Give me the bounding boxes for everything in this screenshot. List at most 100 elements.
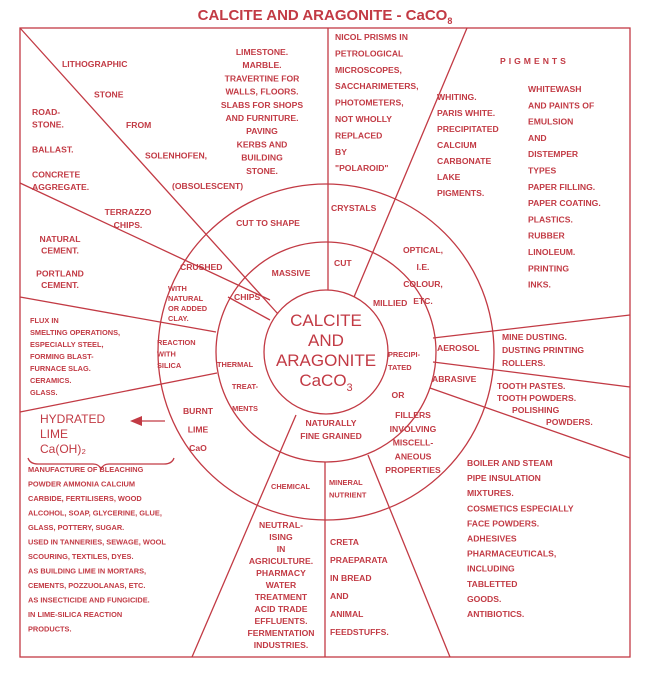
text-line: MISCELL- [393, 438, 434, 448]
text-line: AND [528, 133, 547, 143]
text-line: TERRAZZO [105, 207, 152, 217]
spoke [19, 182, 271, 301]
frame-and-spokes [19, 27, 631, 658]
text-line: PIGMENTS [500, 56, 569, 66]
text-line: CHEMICAL [271, 482, 310, 491]
text-line: POWDERS. [546, 417, 593, 427]
text-line: ESPECIALLY STEEL, [30, 340, 104, 349]
text-line: ISING [269, 532, 293, 542]
text-line: GLASS. [30, 388, 58, 397]
text-line: TABLETTED [467, 579, 517, 589]
text-line: (OBSOLESCENT) [172, 181, 243, 191]
text-line: NEUTRAL- [259, 520, 303, 530]
text-line: TOOTH PASTES. [497, 381, 565, 391]
text-line: PAPER FILLING. [528, 182, 595, 192]
text-line: AEROSOL [437, 343, 480, 353]
text-line: CHIPS. [114, 220, 143, 230]
text-line: FINE GRAINED [300, 431, 362, 441]
text-line: TOOTH POWDERS. [497, 393, 576, 403]
label-abrasive: ABRASIVE [432, 374, 477, 384]
text-line: NATURAL [168, 294, 204, 303]
text-line: CUT TO SHAPE [236, 218, 300, 228]
text-line: LITHOGRAPHIC [62, 59, 127, 69]
text-line: AGGREGATE. [32, 182, 89, 192]
text-line: PETROLOGICAL [335, 48, 403, 58]
text-line: IN [277, 544, 286, 554]
text-line: NOT WHOLLY [335, 114, 392, 124]
text-line: PHARMACEUTICALS, [467, 549, 556, 559]
text-line: PORTLAND [36, 269, 84, 279]
label-cut: CUT [334, 258, 352, 268]
text-line: WALLS, FLOORS. [225, 87, 298, 97]
arrow-head-icon [130, 416, 142, 426]
text-line: FACE POWDERS. [467, 518, 539, 528]
label-crystals: CRYSTALS [331, 203, 377, 213]
brace [27, 457, 175, 471]
text-line: PARIS WHITE. [437, 108, 495, 118]
text-line: SACCHARIMETERS, [335, 81, 419, 91]
text-line: CARBIDE, FERTILISERS, WOOD [28, 494, 142, 503]
text-line: MILLIED [373, 298, 407, 308]
label-tooth: TOOTH PASTES. TOOTH POWDERS. [497, 381, 576, 403]
text-line: WHITING. [437, 92, 477, 102]
text-line: WITH [168, 284, 187, 293]
spoke [432, 361, 631, 388]
text-line: ABRASIVE [432, 374, 477, 384]
text-line: MENTS [232, 404, 258, 413]
text-line: STONE. [246, 166, 278, 176]
text-line: OPTICAL, [403, 245, 443, 255]
text-line: COLOUR, [403, 279, 443, 289]
text-line: REACTION [157, 338, 196, 347]
text-line: ALCOHOL, SOAP, GLYCERINE, GLUE, [28, 509, 162, 518]
text-line: SCOURING, TEXTILES, DYES. [28, 552, 134, 561]
text-line: DUSTING PRINTING [502, 345, 584, 355]
text-line: PAPER COATING. [528, 198, 601, 208]
text-line: LIME [188, 425, 209, 435]
text-line: CHIPS [234, 292, 261, 302]
text-line: GOODS. [467, 594, 501, 604]
label-treatments: TREAT-MENTS [232, 382, 259, 413]
text-line: TRAVERTINE FOR [225, 73, 301, 83]
text-line: BURNT [183, 406, 214, 416]
center-line: CALCITE [290, 311, 362, 330]
text-line: REPLACED [335, 130, 382, 140]
spoke [191, 414, 297, 658]
text-line: FURNACE SLAG. [30, 364, 91, 373]
text-line: FORMING BLAST- [30, 352, 94, 361]
text-line: IN BREAD [330, 573, 372, 583]
label-precipitated: PRECIPI-TATED [388, 350, 421, 372]
text-line: COSMETICS ESPECIALLY [467, 503, 574, 513]
spoke [19, 372, 218, 413]
center-line: ARAGONITE [276, 351, 376, 370]
text-line: BALLAST. [32, 145, 74, 155]
text-line: AND [330, 591, 349, 601]
label-chemical: CHEMICAL [271, 482, 310, 491]
text-line: WATER [266, 580, 297, 590]
text-line: USED IN TANNERIES, SEWAGE, WOOL [28, 538, 166, 547]
text-line: ROAD- [32, 107, 60, 117]
label-crushed: CRUSHED [180, 262, 223, 272]
label-millied: MILLIED [373, 298, 407, 308]
text-line: WITH [157, 350, 176, 359]
text-line: MICROSCOPES, [335, 65, 402, 75]
spoke [367, 454, 451, 658]
text-line: FLUX IN [30, 316, 59, 325]
spoke [227, 296, 271, 321]
text-line: CLAY. [168, 314, 189, 323]
text-line: TREATMENT [255, 592, 308, 602]
spoke [19, 296, 217, 333]
text-line: STONE. [32, 120, 64, 130]
spoke [432, 314, 631, 339]
text-line: PHARMACY [256, 568, 306, 578]
spoke [19, 27, 279, 315]
